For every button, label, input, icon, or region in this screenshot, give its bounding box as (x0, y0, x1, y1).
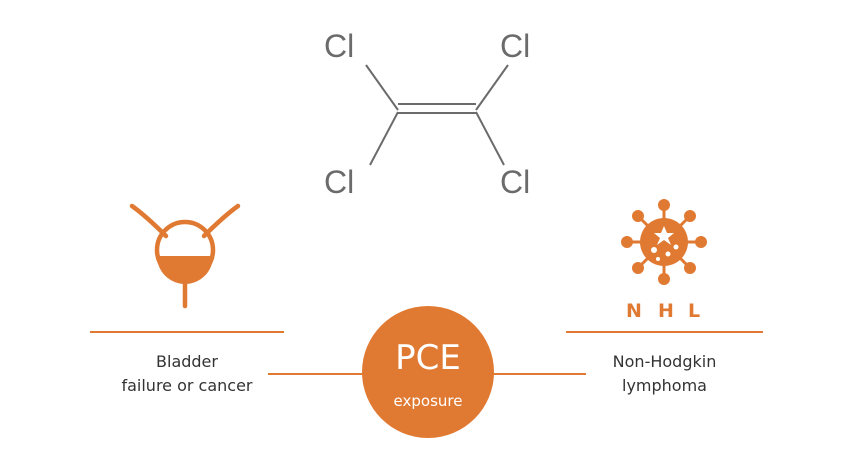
left-caption-line1: Bladder (156, 352, 218, 371)
cell-dot (665, 251, 671, 257)
molecule-bonds (365, 64, 509, 166)
right-caption: Non-Hodgkin lymphoma (566, 350, 763, 398)
pce-subtitle: exposure (393, 392, 463, 410)
cell-nucleus-star (654, 226, 674, 245)
lymphoma-cell-icon (621, 199, 707, 285)
nhl-letter-l: L (688, 300, 701, 322)
cell-knob (632, 210, 644, 222)
nhl-letter-h: H (658, 300, 674, 322)
left-caption-line2: failure or cancer (121, 376, 253, 395)
cell-knob (621, 236, 633, 248)
pce-title: PCE (395, 338, 461, 378)
cell-knob (658, 273, 670, 285)
cell-body (640, 218, 688, 266)
cell-knob (684, 262, 696, 274)
right-caption-line1: Non-Hodgkin (612, 352, 717, 371)
left-caption: Bladder failure or cancer (90, 350, 284, 398)
bond-bottom-right (475, 111, 505, 166)
bladder-fill (157, 256, 213, 284)
nhl-letter-n: N (626, 300, 642, 322)
cell-dot (656, 257, 660, 261)
atom-cl-bottom-left: Cl (324, 164, 355, 200)
cell-knob (684, 210, 696, 222)
cell-dot (673, 244, 679, 250)
cell-knob (658, 199, 670, 211)
bladder-ureter-right (201, 203, 241, 239)
cell-dot (651, 247, 657, 253)
bladder-icon (129, 203, 241, 309)
cell-knob (695, 236, 707, 248)
atom-cl-top-left: Cl (324, 28, 355, 64)
cell-knob (632, 262, 644, 274)
bladder-ureter-left (129, 203, 169, 239)
bond-top-left (365, 64, 399, 111)
bond-bottom-left (369, 111, 399, 166)
pce-circle (362, 306, 494, 438)
atom-cl-top-right: Cl (500, 28, 531, 64)
bond-top-right (475, 64, 509, 111)
right-caption-line2: lymphoma (622, 376, 707, 395)
atom-cl-bottom-right: Cl (500, 164, 531, 200)
